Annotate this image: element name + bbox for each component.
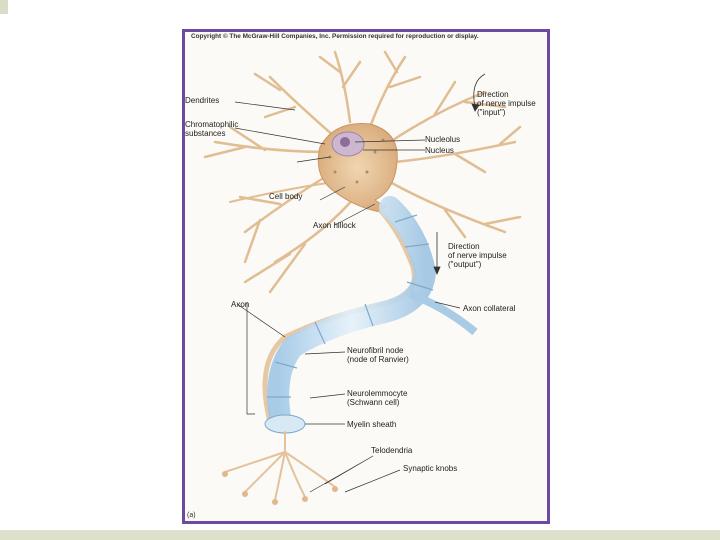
telodendria-shape [224,431,336,501]
label-direction-input: Direction of nerve impulse ("input") [477,90,536,117]
label-myelin-sheath: Myelin sheath [347,420,397,429]
label-neurolemmocyte: Neurolemmocyte (Schwann cell) [347,389,408,407]
label-nucleolus: Nucleolus [425,135,461,144]
label-synaptic-knobs: Synaptic knobs [403,464,458,473]
neuron-illustration [203,50,522,505]
myelin-sheath-shape [267,196,437,428]
label-neurofibril-node: Neurofibril node (node of Ranvier) [347,346,409,364]
label-telodendria: Telodendria [371,446,413,455]
direction-arrows [433,73,486,276]
axon-collateral-shape [408,290,478,336]
leader-lines [234,101,461,493]
label-axon-hillock: Axon hillock [313,221,356,230]
chromatophilic-dots [328,138,385,184]
dendrites [203,50,522,294]
panel-label: (a) [187,512,196,519]
slide-footer-band [0,530,720,540]
label-chromatophilic: Chromatophilic substances [185,120,239,138]
neuron-figure: Copyright © The McGraw-Hill Companies, I… [182,29,550,524]
label-axon-collateral: Axon collateral [463,304,516,313]
label-axon: Axon [231,300,250,309]
slide-accent [0,0,8,14]
synaptic-knobs-shape [222,471,338,505]
label-nucleus: Nucleus [425,146,454,155]
nucleolus-shape [340,137,350,147]
label-cell-body: Cell body [269,192,303,201]
myelin-segments [267,214,434,398]
label-dendrites: Dendrites [185,96,220,105]
schwann-cell-end [264,414,306,434]
label-direction-output: Direction of nerve impulse ("output") [448,242,507,269]
copyright-notice: Copyright © The McGraw-Hill Companies, I… [191,33,479,40]
